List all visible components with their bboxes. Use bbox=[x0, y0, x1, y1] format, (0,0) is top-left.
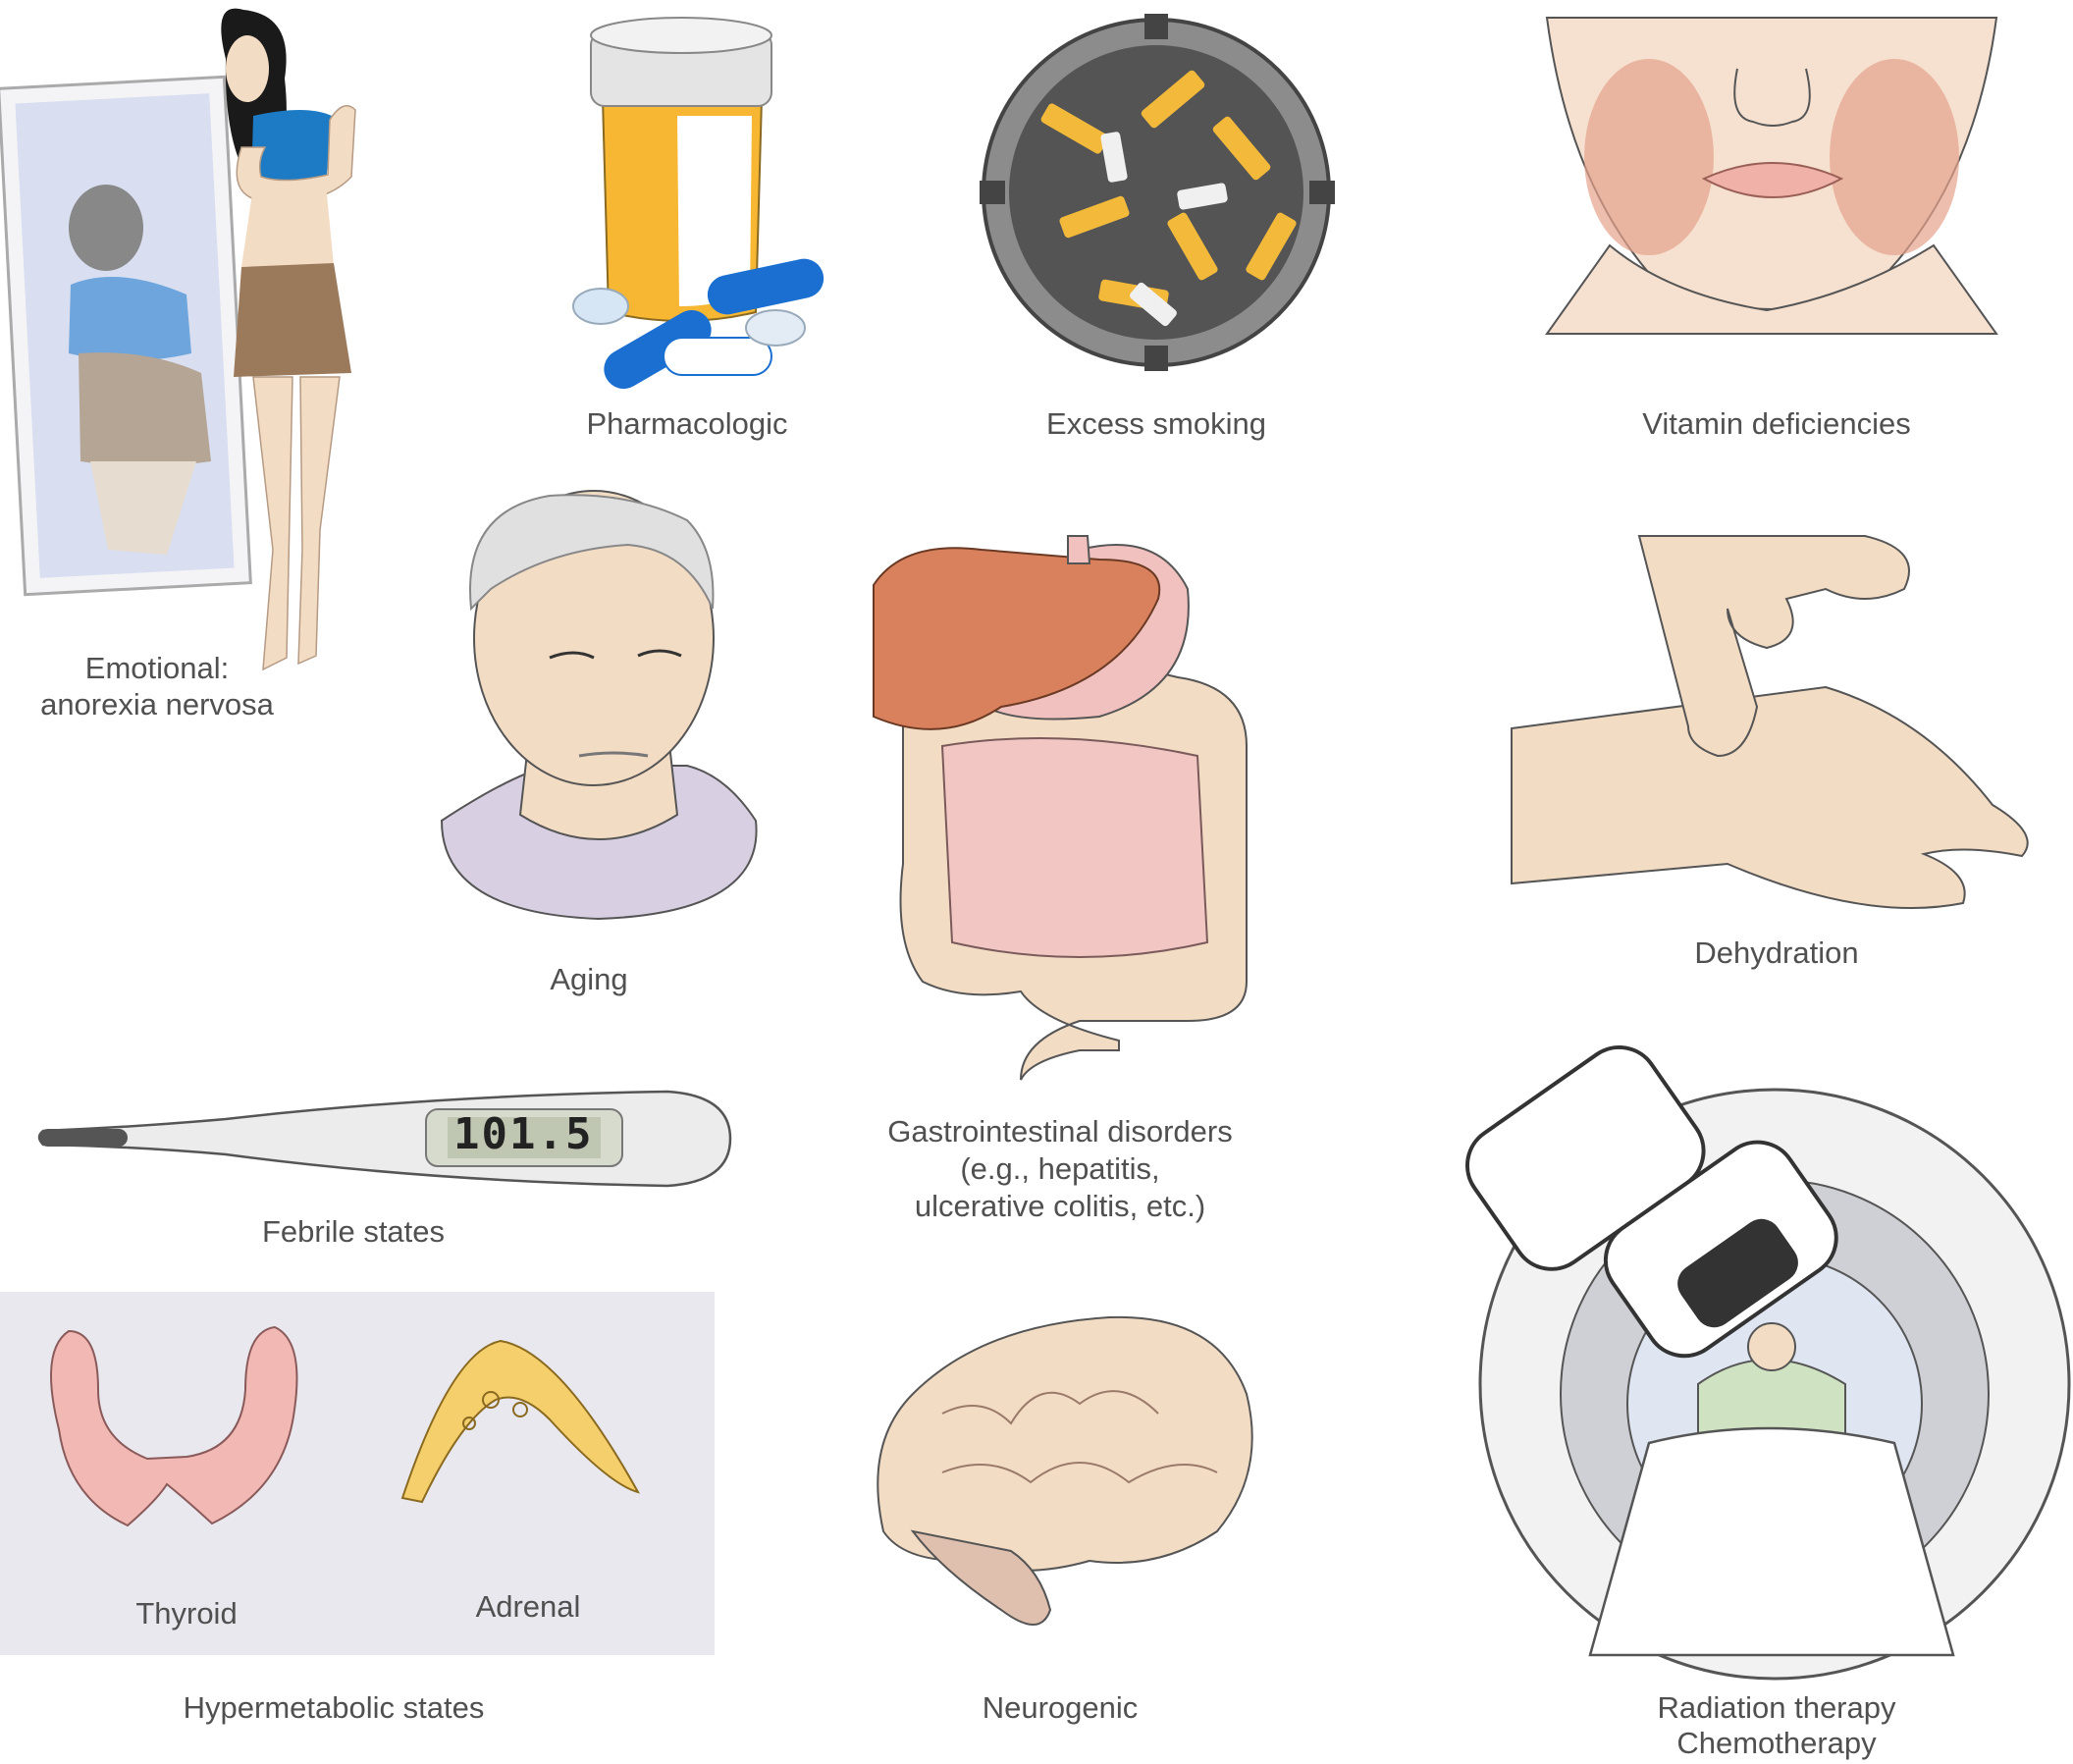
esophagus bbox=[1067, 535, 1091, 564]
rash-right bbox=[1830, 59, 1959, 255]
label-emotional-2: anorexia nervosa bbox=[40, 687, 274, 722]
capsule-2 bbox=[707, 258, 824, 315]
label-thyroid: Thyroid bbox=[135, 1596, 238, 1630]
smoking-illustration bbox=[980, 14, 1335, 371]
label-pharmacologic: Pharmacologic bbox=[586, 406, 788, 441]
brain-folds bbox=[941, 1390, 1218, 1484]
label-hypermetabolic: Hypermetabolic states bbox=[183, 1690, 485, 1725]
hand-back bbox=[1511, 685, 2029, 909]
man-eyes bbox=[549, 649, 682, 660]
anorexia-illustration bbox=[0, 8, 356, 671]
thermometer-tip bbox=[39, 1129, 128, 1147]
febrile-illustration bbox=[37, 1090, 732, 1188]
label-radiation: Radiation therapy bbox=[1657, 1690, 1896, 1725]
capsule-3 bbox=[663, 337, 772, 376]
thermometer-body bbox=[37, 1090, 732, 1188]
woman-skirt bbox=[234, 263, 351, 377]
man-hair bbox=[469, 494, 715, 612]
bottle-label bbox=[677, 116, 752, 306]
pharmacologic-illustration bbox=[572, 17, 824, 389]
woman-waist bbox=[241, 185, 334, 267]
neck bbox=[1545, 243, 1998, 335]
label-gi-3: ulcerative colitis, etc.) bbox=[914, 1189, 1206, 1223]
cap-top bbox=[590, 17, 772, 54]
hypermetabolic-art bbox=[50, 1325, 641, 1527]
hypermetabolic-panel bbox=[0, 1292, 715, 1655]
label-febrile: Febrile states bbox=[261, 1214, 446, 1249]
label-gi-1: Gastrointestinal disorders bbox=[887, 1114, 1233, 1149]
pinching-fingers bbox=[1637, 535, 1910, 758]
cerebellum bbox=[910, 1529, 1052, 1626]
cerebrum bbox=[877, 1315, 1253, 1572]
label-neurogenic: Neurogenic bbox=[982, 1690, 1139, 1725]
radiation-illustration bbox=[1464, 1044, 2071, 1681]
reflection-legs bbox=[90, 461, 196, 555]
linac-head bbox=[1464, 1044, 1838, 1359]
woman-top bbox=[251, 110, 332, 190]
aging-illustration bbox=[440, 490, 758, 921]
treatment-table bbox=[1588, 1426, 1955, 1657]
tablet-2 bbox=[745, 309, 806, 347]
capsule-1 bbox=[604, 310, 712, 389]
cigarette-butts bbox=[1040, 70, 1297, 327]
reflection-top bbox=[69, 277, 191, 361]
rash-left bbox=[1584, 59, 1714, 255]
small-intestine bbox=[940, 737, 1209, 958]
vitamin-deficiency-illustration bbox=[1545, 17, 1998, 335]
adrenal-gland bbox=[400, 1339, 641, 1504]
tablet-1 bbox=[572, 288, 629, 325]
label-emotional-1: Emotional: bbox=[84, 651, 230, 685]
nose bbox=[1733, 68, 1811, 127]
dehydration-illustration bbox=[1511, 535, 2029, 909]
label-gi-2: (e.g., hepatitis, bbox=[960, 1151, 1160, 1186]
label-aging: Aging bbox=[550, 962, 628, 996]
label-adrenal: Adrenal bbox=[475, 1589, 581, 1624]
reflection-skirt bbox=[79, 352, 211, 466]
liver bbox=[873, 547, 1161, 730]
neurogenic-illustration bbox=[877, 1315, 1253, 1626]
woman-face bbox=[226, 35, 269, 102]
woman-legs bbox=[252, 376, 341, 671]
thermometer-reading: 101.5 bbox=[453, 1109, 594, 1159]
thyroid-gland bbox=[50, 1325, 298, 1527]
label-vitamin: Vitamin deficiencies bbox=[1642, 406, 1911, 441]
lips bbox=[1701, 162, 1844, 198]
patient-head bbox=[1747, 1322, 1796, 1371]
reflection-head bbox=[69, 185, 143, 271]
label-dehydration: Dehydration bbox=[1694, 935, 1859, 970]
gi-illustration bbox=[873, 535, 1248, 1081]
label-smoking: Excess smoking bbox=[1046, 406, 1266, 441]
label-chemotherapy: Chemotherapy bbox=[1676, 1726, 1877, 1760]
man-mouth bbox=[578, 751, 649, 758]
